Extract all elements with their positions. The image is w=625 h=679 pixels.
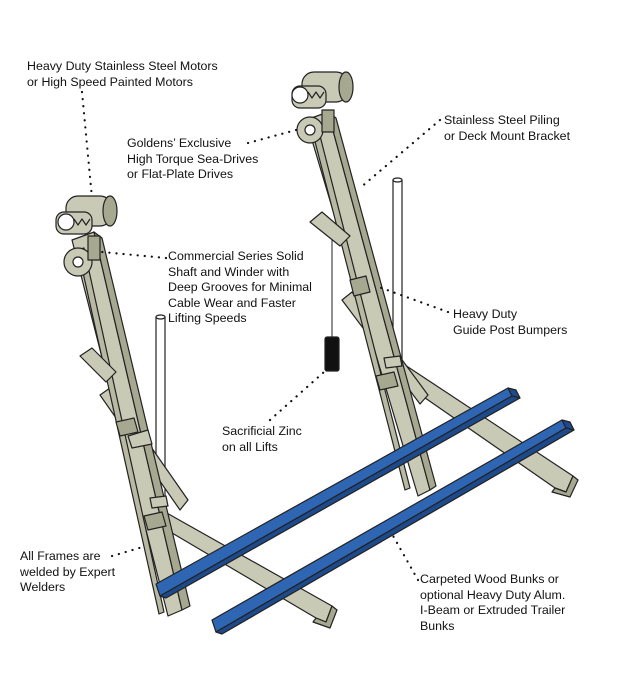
callout-sea-drives: Goldens’ Exclusive High Torque Sea-Drive… [127, 136, 259, 181]
left-motor-assembly [55, 195, 118, 277]
leader-zinc [268, 370, 326, 422]
leader-bunks [390, 532, 420, 582]
leader-lines [80, 90, 450, 582]
upper-bunk [155, 387, 521, 599]
callout-piling-bracket: Stainless Steel Piling or Deck Mount Bra… [444, 113, 571, 143]
right-bumper-brackets [309, 211, 403, 391]
callout-welded-frames: All Frames are welded by Expert Welders [20, 549, 116, 594]
sacrificial-zinc [324, 240, 340, 372]
leader-frames [110, 544, 148, 558]
callout-guide-post-bumpers: Heavy Duty Guide Post Bumpers [453, 307, 568, 337]
leader-shaft [100, 250, 168, 260]
callout-shaft-winder: Commercial Series Solid Shaft and Winder… [168, 249, 312, 325]
left-bumper-brackets [79, 347, 169, 531]
leader-motors [80, 90, 94, 200]
lower-bunk [211, 419, 575, 635]
right-motor-assembly [291, 71, 354, 144]
leader-bumpers [374, 284, 450, 314]
callout-sacrificial-zinc: Sacrificial Zinc on all Lifts [222, 424, 302, 454]
callout-motors: Heavy Duty Stainless Steel Motors or Hig… [27, 59, 218, 89]
leader-drives [246, 128, 298, 145]
callout-bunks: Carpeted Wood Bunks or optional Heavy Du… [420, 572, 566, 633]
right-upright-frame [305, 111, 437, 497]
